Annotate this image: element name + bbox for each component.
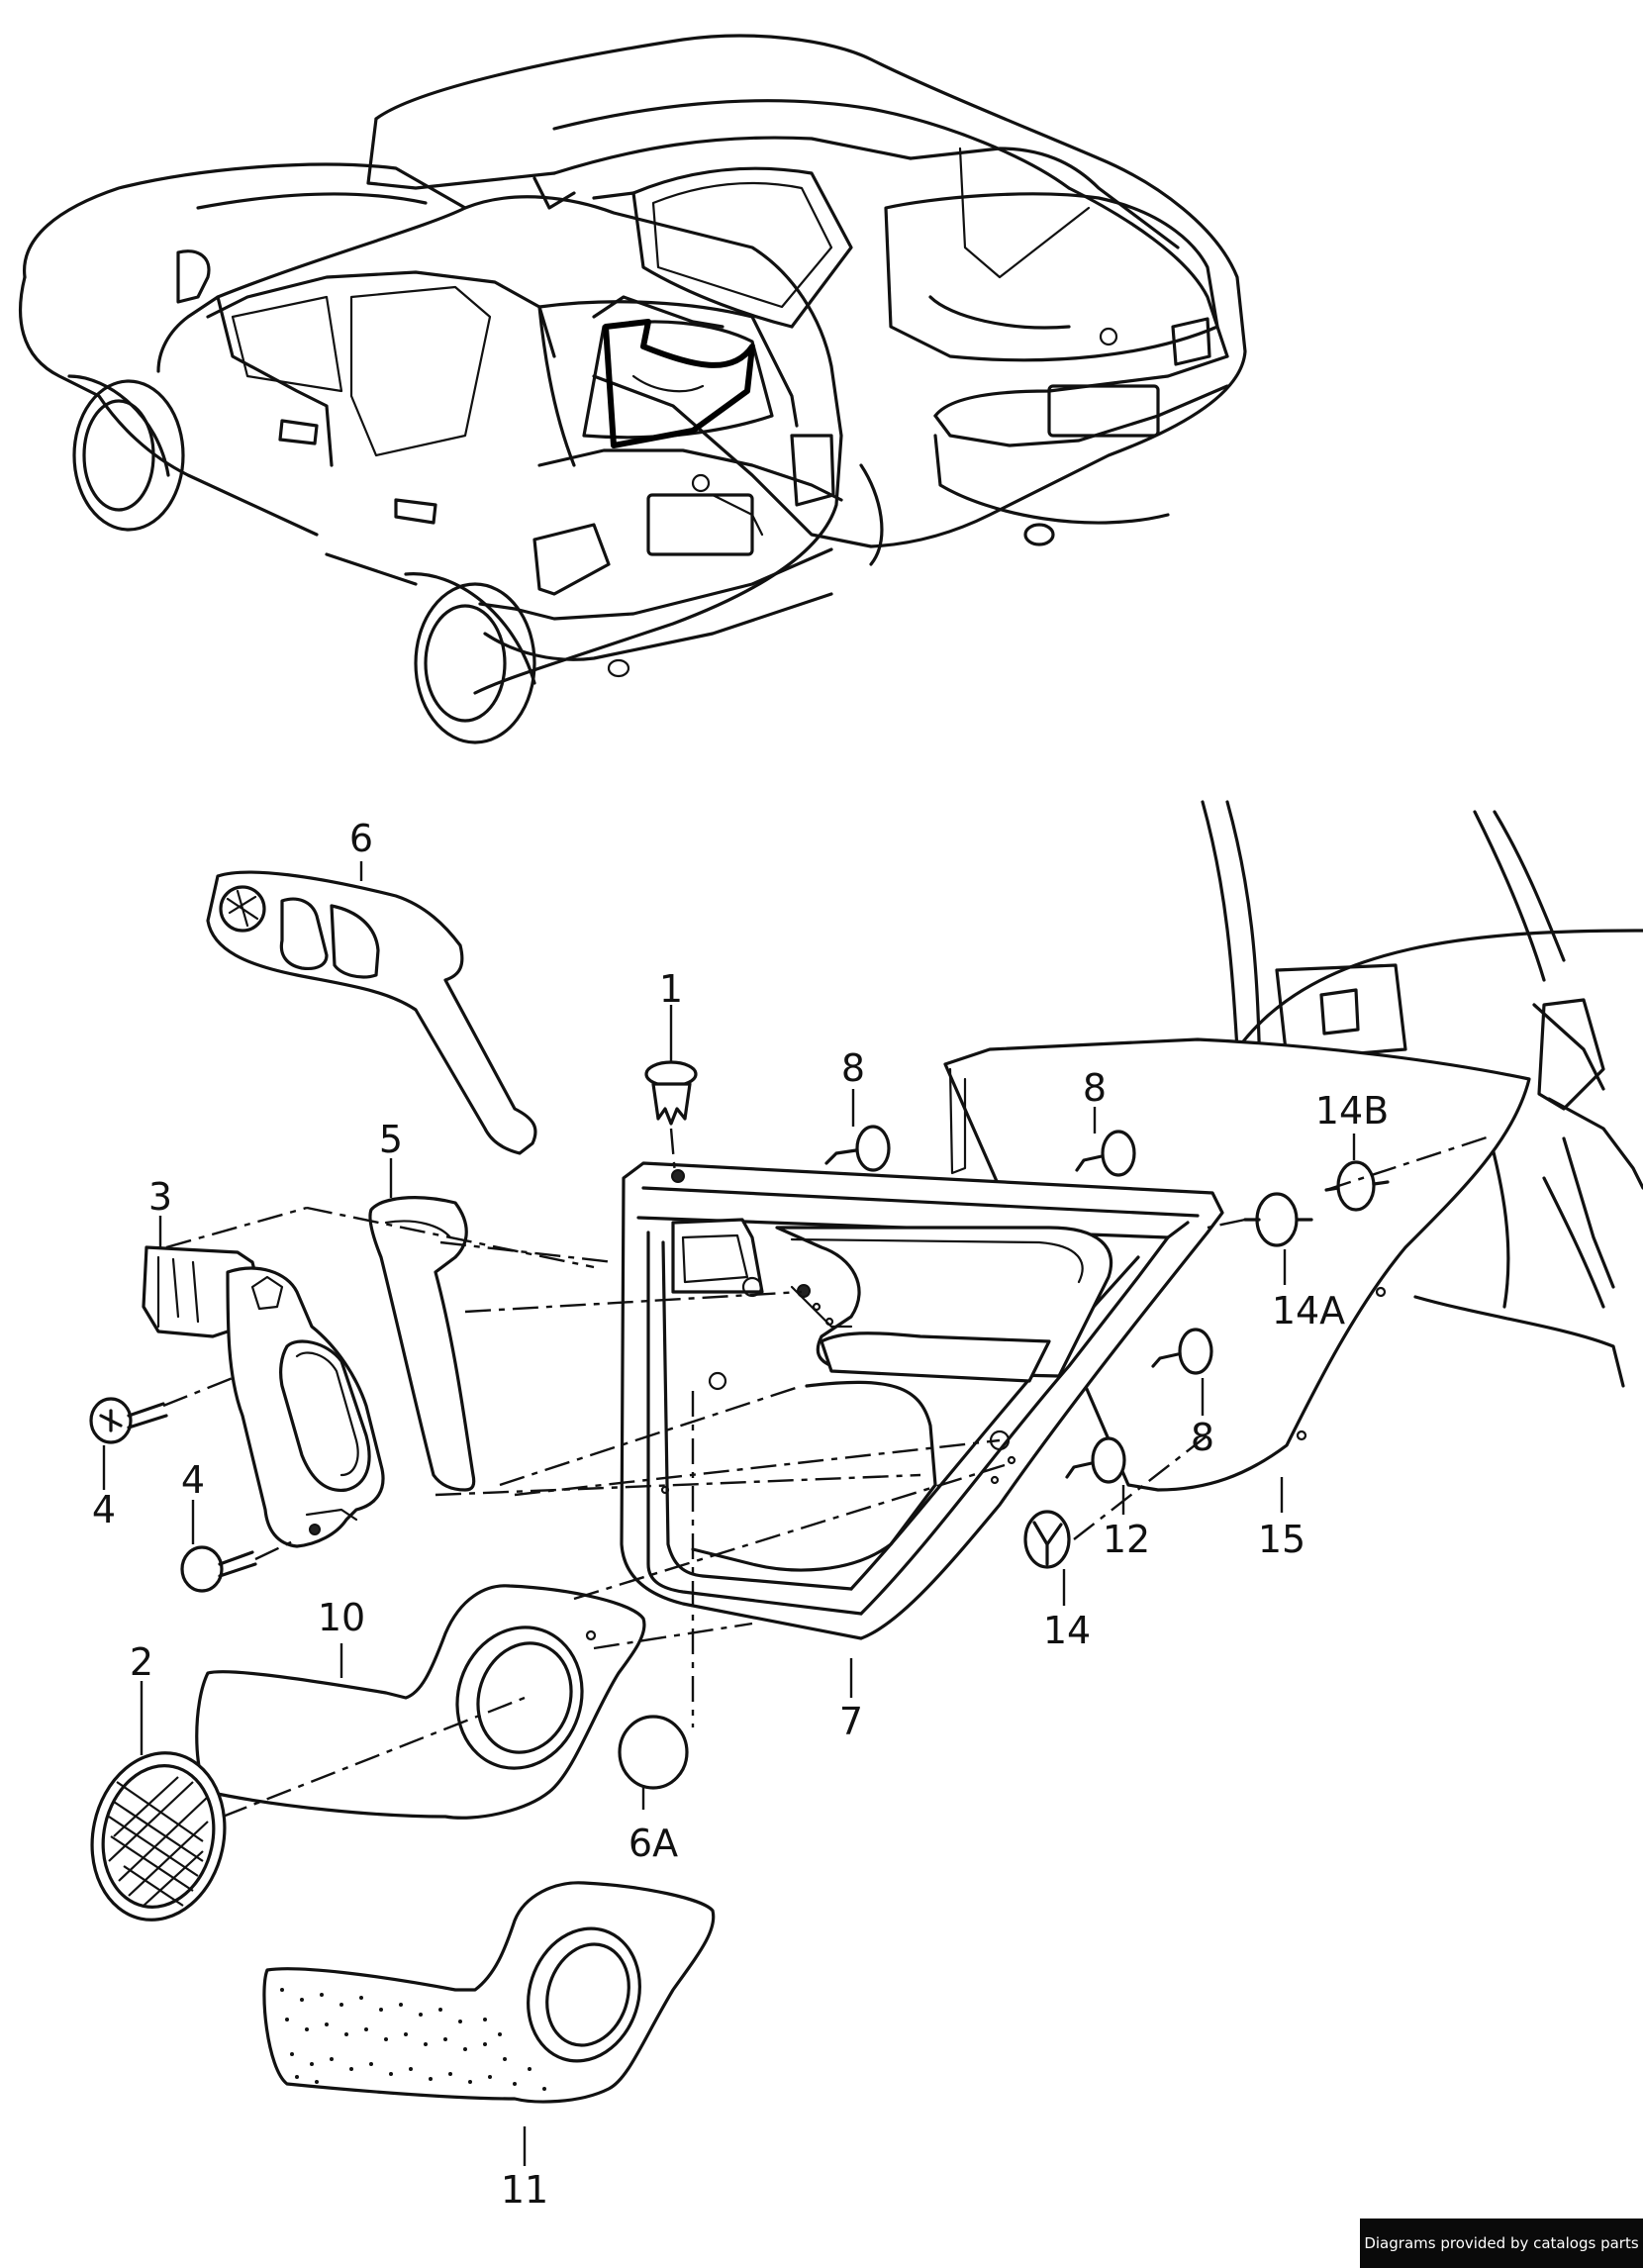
part-5-pull-trim — [368, 1196, 476, 1492]
callout-12: 12 — [1103, 1518, 1150, 1561]
part-10-speaker-trim — [195, 1584, 646, 1820]
callout-14: 14 — [1043, 1609, 1091, 1652]
callout-14b: 14B — [1315, 1089, 1389, 1133]
part-8-clip-a — [824, 1125, 891, 1172]
part-8-clip-c — [1151, 1328, 1213, 1375]
part-4-screw-upper — [89, 1397, 168, 1444]
part-8-clip-b — [1075, 1130, 1136, 1177]
callout-5: 5 — [379, 1118, 403, 1161]
callout-leaders — [102, 861, 1356, 2166]
callout-4-upper: 4 — [92, 1488, 116, 1531]
part-1-clip — [644, 1060, 698, 1126]
vehicle-illustration — [19, 34, 1247, 744]
part-7-door-trim-panel — [620, 1161, 1224, 1640]
part-4-screw-lower — [180, 1545, 257, 1593]
callout-6: 6 — [349, 817, 373, 860]
callout-4-lower: 4 — [181, 1458, 205, 1502]
part-11-lower-trim — [262, 1881, 716, 2104]
callout-11: 11 — [501, 2168, 548, 2212]
part-6a-cap — [618, 1715, 689, 1790]
part-14a-clip — [1243, 1192, 1313, 1247]
hatchback-car — [19, 162, 843, 744]
sedan-car — [366, 34, 1247, 566]
callout-10: 10 — [318, 1596, 365, 1639]
callout-8-left: 8 — [841, 1046, 865, 1090]
callout-15: 15 — [1258, 1518, 1305, 1561]
attribution-badge: Diagrams provided by catalogs parts — [1360, 2219, 1643, 2268]
callout-1: 1 — [659, 967, 683, 1011]
callout-6a: 6A — [628, 1822, 678, 1865]
part-3-handle-housing — [142, 1245, 385, 1548]
callout-3: 3 — [148, 1175, 172, 1219]
part-2-speaker-grille — [90, 1751, 227, 1922]
part-14-clip — [1023, 1510, 1071, 1569]
callout-2: 2 — [130, 1640, 153, 1684]
callout-14a: 14A — [1272, 1289, 1345, 1332]
part-6-handle-trim — [206, 870, 537, 1155]
callout-8-right: 8 — [1191, 1416, 1214, 1459]
part-12-clip — [1065, 1436, 1126, 1484]
callout-8-mid: 8 — [1083, 1066, 1107, 1110]
callout-labels: 1 2 3 4 4 5 6 6A 7 8 8 8 10 11 12 14 14A… — [92, 817, 1389, 2212]
assembly-lines — [162, 1128, 1491, 1819]
callout-7: 7 — [839, 1700, 863, 1743]
